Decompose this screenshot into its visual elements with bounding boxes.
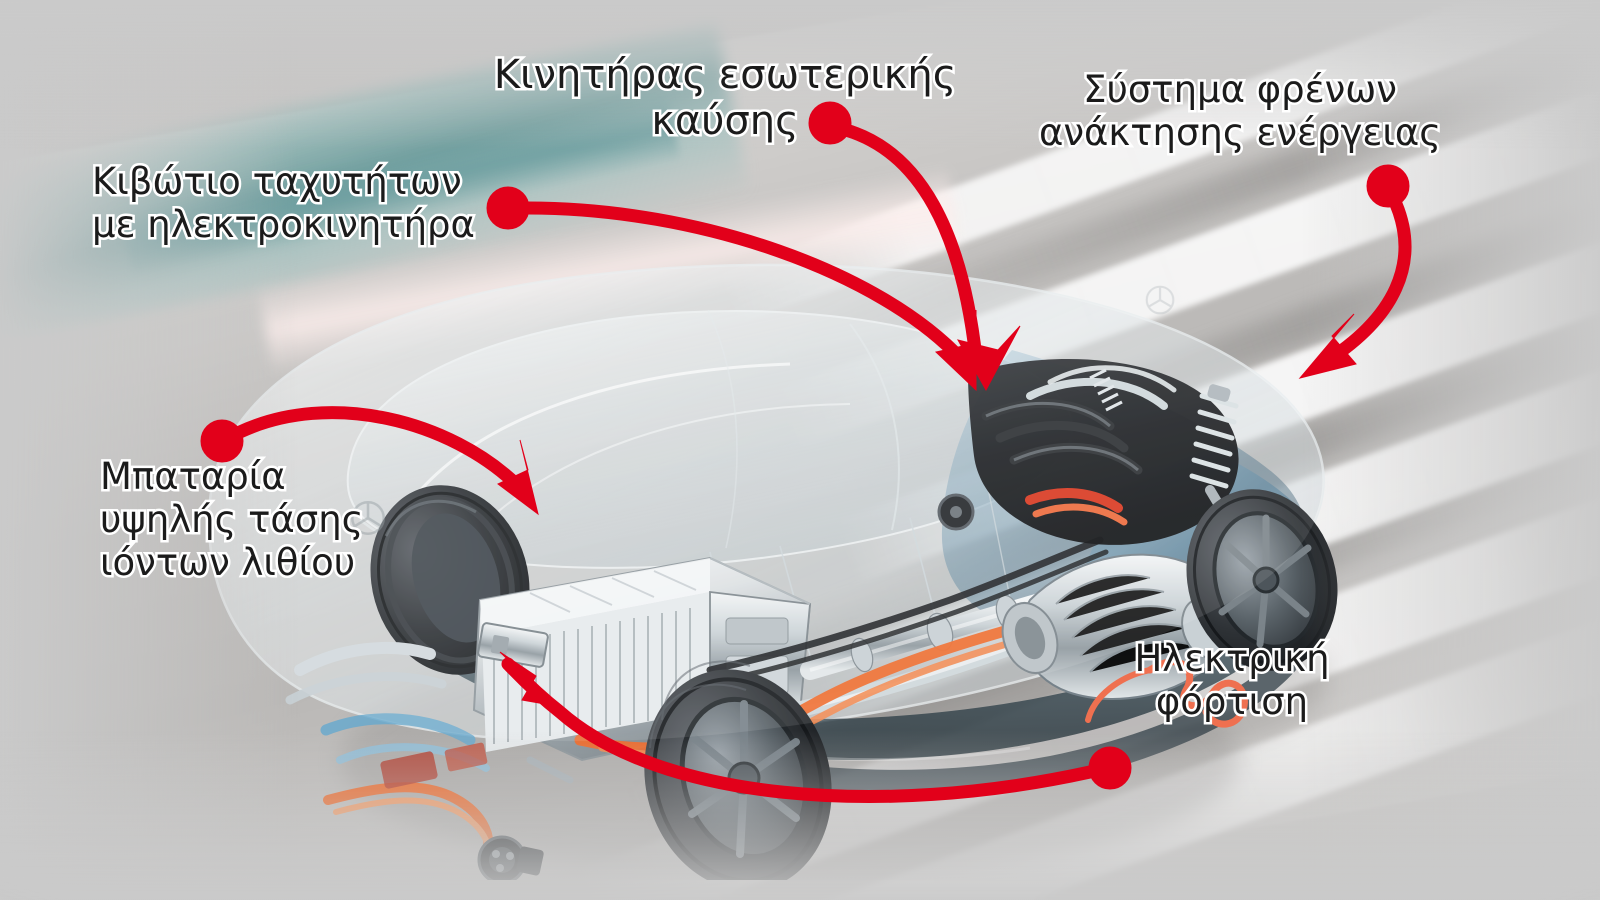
label-text: Μπαταρία υψηλής τάσης ιόντων λιθίου [100,455,364,584]
label-internal-combustion-engine: Κινητήρας εσωτερικής καύσης Κινητήρας εσ… [490,50,960,147]
arrow-brake [1298,164,1412,379]
label-electric-charging: Ηλεκτρική φόρτιση Ηλεκτρική φόρτιση [1092,635,1372,726]
label-text: Κιβώτιο ταχυτήτων με ηλεκτροκινητήρα [92,160,475,246]
label-outline: Σύστημα φρένων ανάκτησης ενέργειας [1036,66,1443,157]
label-gearbox-with-electric-motor: Κιβώτιο ταχυτήτων με ηλεκτροκινητήρα Κιβ… [90,158,512,249]
label-high-voltage-lithium-ion-battery: Μπαταρία υψηλής τάσης ιόντων λιθίου Μπατ… [98,453,390,587]
label-energy-recovery-brake-system: Σύστημα φρένων ανάκτησης ενέργειας Σύστη… [1010,66,1470,157]
label-outline: Κιβώτιο ταχυτήτων με ηλεκτροκινητήρα [90,158,478,249]
label-outline: Κινητήρας εσωτερικής καύσης [491,50,958,147]
label-outline: Μπαταρία υψηλής τάσης ιόντων λιθίου [98,453,366,587]
label-text: Σύστημα φρένων ανάκτησης ενέργειας [1038,68,1442,154]
arrow-engine [808,101,1021,392]
label-text: Ηλεκτρική φόρτιση [1134,637,1330,723]
arrow-gearbox [486,186,977,392]
label-outline: Ηλεκτρική φόρτιση [1132,635,1332,726]
arrow-battery [200,406,539,516]
label-text: Κινητήρας εσωτερικής καύσης [493,52,957,144]
arrow-charging [499,651,1132,803]
